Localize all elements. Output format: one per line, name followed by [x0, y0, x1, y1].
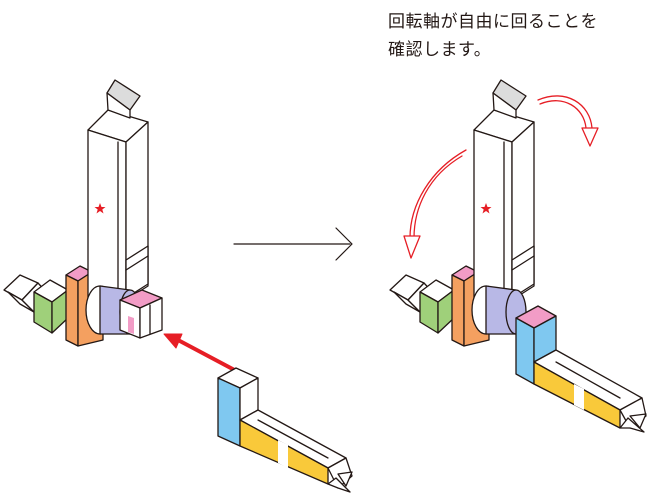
- right-attached-l-part: [515, 305, 647, 433]
- right-tall-column: [473, 79, 535, 301]
- right-red-mark-icon: [480, 203, 492, 214]
- left-axle: [85, 285, 163, 339]
- caption-line-1: 回転軸が自由に回ることを: [388, 12, 598, 32]
- insert-arrow-icon: [163, 333, 244, 376]
- left-assembly: [3, 79, 353, 493]
- left-tall-column: [87, 79, 149, 301]
- left-detached-l-part: [217, 367, 353, 493]
- transition-arrow-icon: [233, 227, 353, 261]
- rotation-arrow-right-icon: [537, 95, 599, 147]
- right-green-block: [419, 279, 455, 334]
- right-assembly: [389, 79, 647, 433]
- left-red-mark-icon: [94, 203, 106, 214]
- left-green-block: [33, 279, 69, 334]
- caption-line-2: 確認します。: [388, 40, 492, 60]
- caption: 回転軸が自由に回ることを 確認します。: [388, 8, 648, 64]
- rotation-arrow-left-icon: [403, 149, 467, 259]
